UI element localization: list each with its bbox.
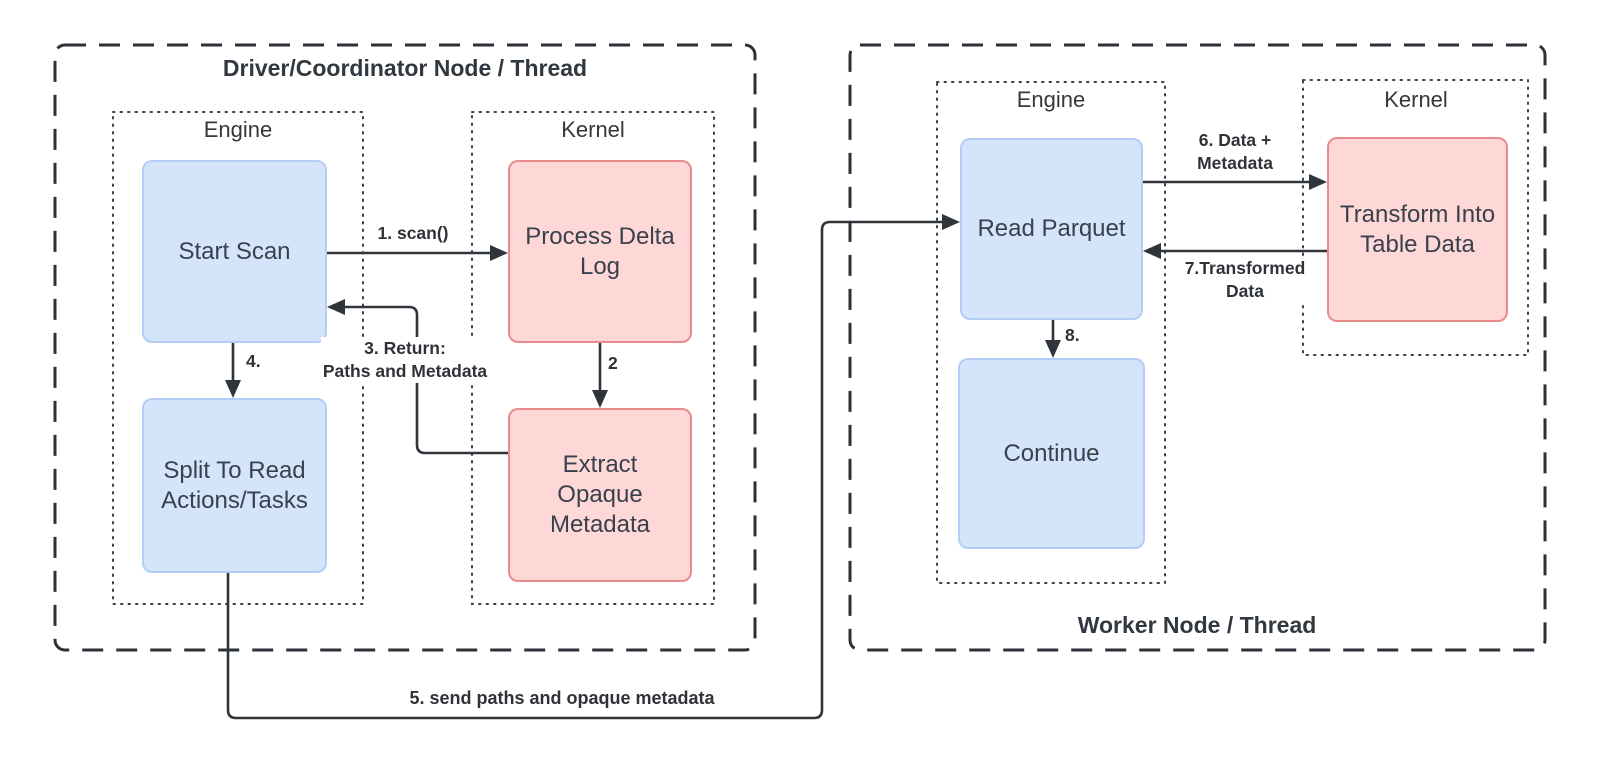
worker-kernel-group-border [1302,79,1529,356]
node-read-parquet: Read Parquet [960,138,1143,320]
node-read-parquet-label: Read Parquet [977,215,1126,242]
arrow-label-7-transformed-data: 7.Transformed Data [1182,257,1308,303]
arrow-label-6-data-metadata: 6. Data + Metadata [1195,129,1275,175]
node-continue: Continue [958,358,1145,549]
arrow-label-7-line2: Data [1226,281,1264,301]
node-start-scan-label: Start Scan [178,237,291,265]
driver-section-title: Driver/Coordinator Node / Thread [222,55,588,81]
worker-section-title: Worker Node / Thread [1077,612,1317,638]
arrow-label-1-scan: 1. scan() [375,222,451,245]
node-transform-into-table-data: Transform Into Table Data [1327,137,1508,322]
driver-box-border [53,43,757,652]
node-continue-label: Continue [1003,439,1100,467]
arrow-label-3-line1: 3. Return: [364,338,446,358]
node-extract-opaque-metadata-label: Extract Opaque Metadata [549,451,651,538]
worker-kernel-group-label: Kernel [1384,87,1448,112]
arrow-label-3-line2: Paths and Metadata [322,361,488,381]
arrow-label-5-send-paths: 5. send paths and opaque metadata [407,687,717,710]
node-process-delta-log: Process Delta Log [508,160,692,343]
driver-engine-group-label: Engine [203,117,273,142]
driver-kernel-group-label: Kernel [561,117,625,142]
worker-engine-group-border [936,81,1166,584]
arrow-label-2: 2 [606,352,620,375]
node-process-delta-log-label: Process Delta Log [525,222,675,280]
worker-engine-group-label: Engine [1016,87,1086,112]
arrow-label-4: 4. [244,350,263,373]
node-transform-into-table-data-label: Transform Into Table Data [1339,200,1496,258]
arrow-label-7-line1: 7.Transformed [1184,258,1306,278]
arrow-label-6-line1: 6. Data + [1198,130,1272,150]
arrow-label-8: 8. [1063,324,1082,347]
node-start-scan: Start Scan [142,160,327,343]
arrow-5-send-paths [226,214,960,720]
node-split-to-read-actions-tasks: Split To Read Actions/Tasks [142,398,327,573]
arrow-label-6-line2: Metadata [1197,153,1273,173]
node-extract-opaque-metadata: Extract Opaque Metadata [508,408,692,582]
node-split-to-read-actions-tasks-label: Split To Read Actions/Tasks [161,456,308,514]
arrow-label-3-return: 3. Return: Paths and Metadata [320,337,490,383]
